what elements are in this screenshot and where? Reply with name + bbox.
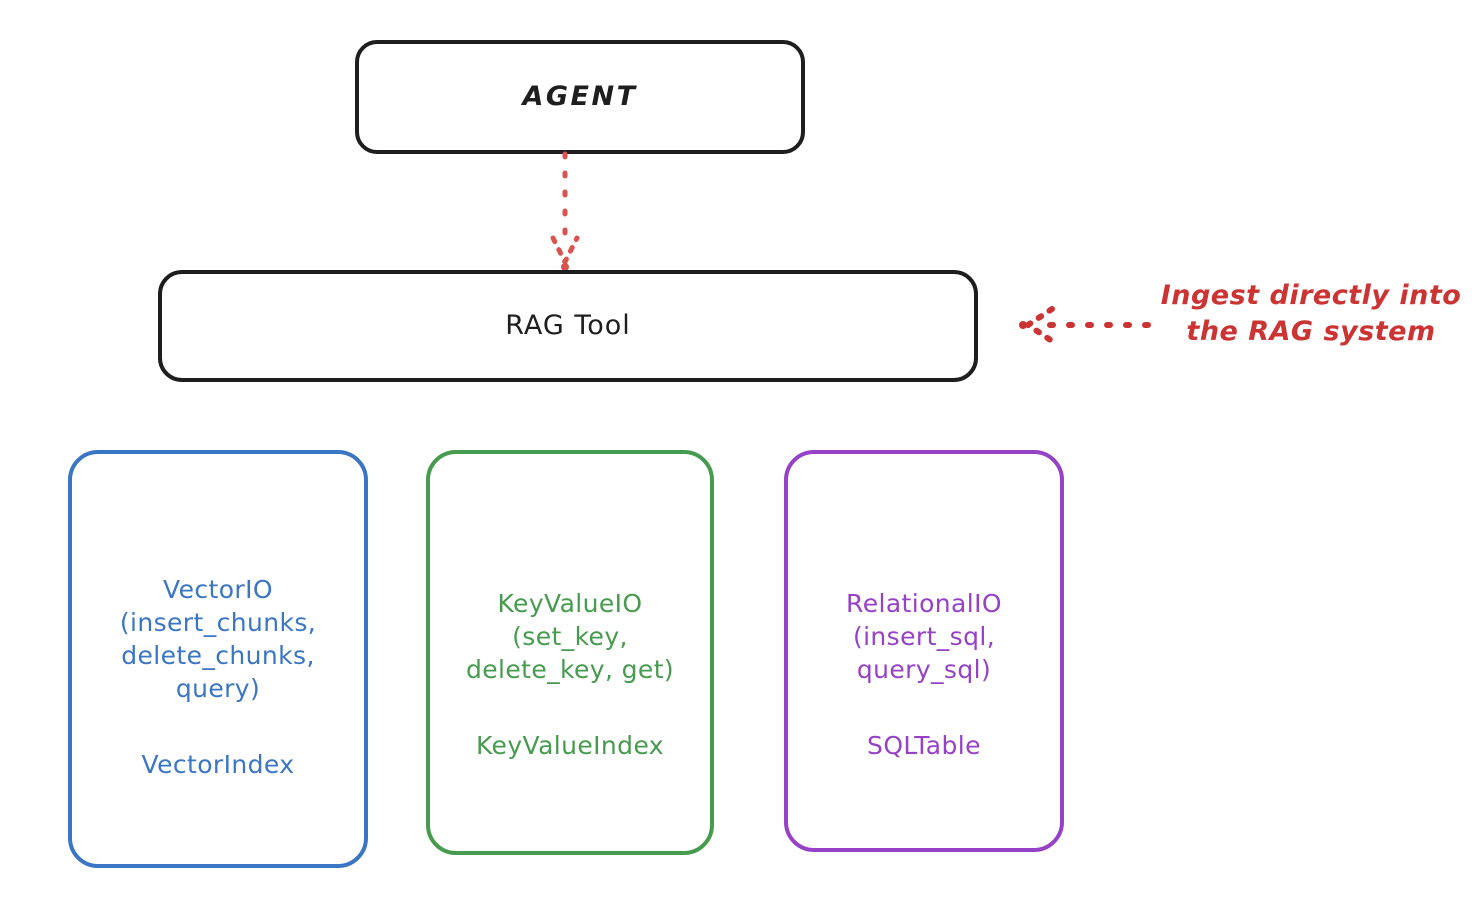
agent-node[interactable]: AGENT: [355, 40, 805, 154]
key-value-io-api-label: KeyValueIO (set_key, delete_key, get): [465, 589, 675, 684]
vector-io-node[interactable]: VectorIO (insert_chunks, delete_chunks, …: [68, 450, 368, 868]
ingest-to-rag-tool-arrow-icon: [1019, 306, 1151, 344]
agent-node-label: AGENT: [522, 81, 638, 113]
key-value-io-content: KeyValueIO (set_key, delete_key, get) Ke…: [430, 554, 710, 795]
vector-io-index-label: VectorIndex: [141, 749, 295, 779]
agent-to-rag-tool-arrow-icon: [550, 151, 580, 271]
vector-io-api-label: VectorIO (insert_chunks, delete_chunks, …: [119, 575, 317, 703]
ingest-annotation-text: Ingest directly into the RAG system: [1160, 280, 1462, 348]
relational-io-node[interactable]: RelationalIO (insert_sql, query_sql) SQL…: [784, 450, 1064, 852]
relational-io-api-label: RelationalIO (insert_sql, query_sql): [846, 589, 1002, 684]
relational-io-content: RelationalIO (insert_sql, query_sql) SQL…: [788, 554, 1060, 795]
relational-io-index-label: SQLTable: [867, 730, 981, 760]
vector-io-content: VectorIO (insert_chunks, delete_chunks, …: [72, 540, 364, 814]
rag-tool-node-label: RAG Tool: [505, 310, 631, 342]
rag-tool-node[interactable]: RAG Tool: [158, 270, 978, 382]
key-value-io-node[interactable]: KeyValueIO (set_key, delete_key, get) Ke…: [426, 450, 714, 855]
key-value-io-index-label: KeyValueIndex: [475, 730, 664, 760]
